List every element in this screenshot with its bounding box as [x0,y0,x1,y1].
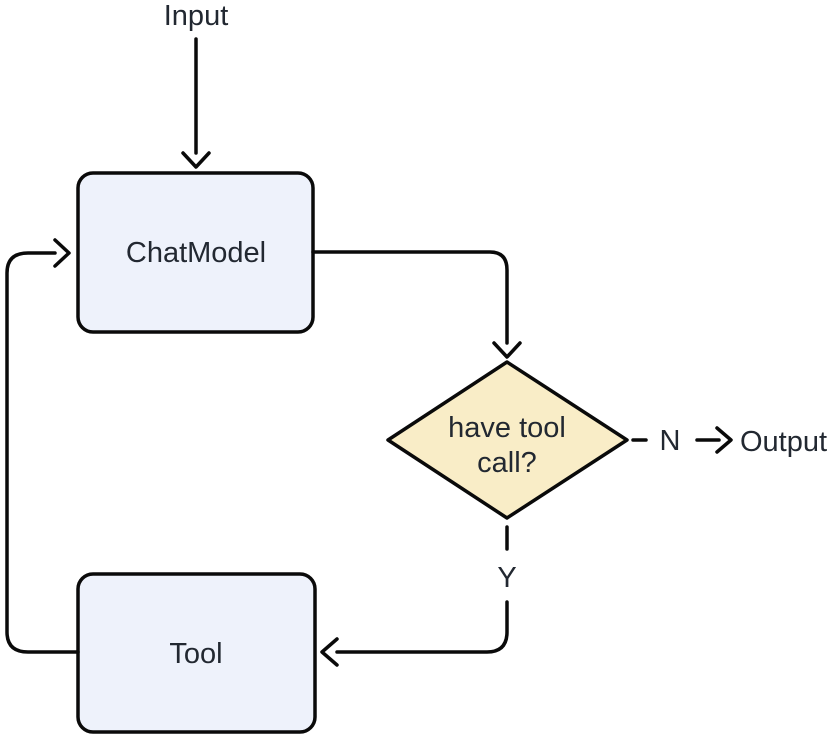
output-label: Output [740,426,827,458]
edge-chatmodel-decision-line [311,250,509,345]
edge-yes-label: Y [497,562,516,594]
edge-no-label: N [660,425,681,457]
edge-chatmodel-to-decision [311,250,522,359]
node-decision [386,360,629,520]
edge-loop-line [5,251,80,654]
edge-decision-yes [320,525,509,667]
edge-input-arrowhead [181,151,211,169]
edge-loop-arrowhead [53,238,71,268]
edge-no-arrowhead [715,426,733,454]
node-decision-label-line2: call? [477,447,537,479]
input-label: Input [164,0,229,32]
node-chatmodel-label: ChatModel [126,237,266,269]
edge-yes-line [335,600,509,654]
edge-tool-to-chatmodel [5,238,80,654]
node-tool-label: Tool [169,638,222,670]
edge-chatmodel-decision-arrowhead [492,341,522,359]
edge-input-to-chatmodel [181,37,211,169]
edge-decision-no [631,426,733,454]
node-decision-label-line1: have tool [448,412,566,444]
edge-yes-arrowhead [320,637,339,667]
